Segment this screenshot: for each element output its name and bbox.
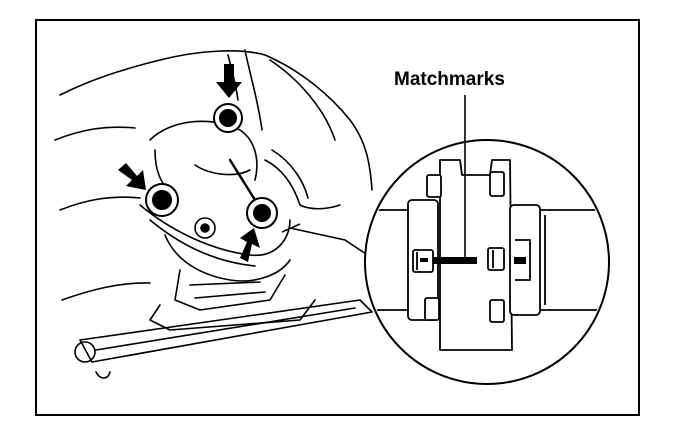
arrow-icon-left [118, 163, 146, 190]
callout-leader [281, 223, 373, 259]
arrow-icon-top [216, 64, 242, 98]
arrow-icon-bottom [240, 228, 260, 262]
matchmark-line-left [420, 258, 428, 262]
suspension-assembly [54, 49, 373, 379]
bolt-right [246, 197, 278, 229]
matchmark-bar-right [514, 257, 526, 264]
bolt-left [145, 183, 179, 217]
matchmark-bar-left [433, 257, 477, 264]
frame-border [35, 19, 640, 416]
bolt-top [213, 103, 243, 133]
detail-magnifier [364, 95, 610, 385]
bolt-lower [194, 217, 216, 239]
matchmarks-label: Matchmarks [394, 69, 505, 90]
